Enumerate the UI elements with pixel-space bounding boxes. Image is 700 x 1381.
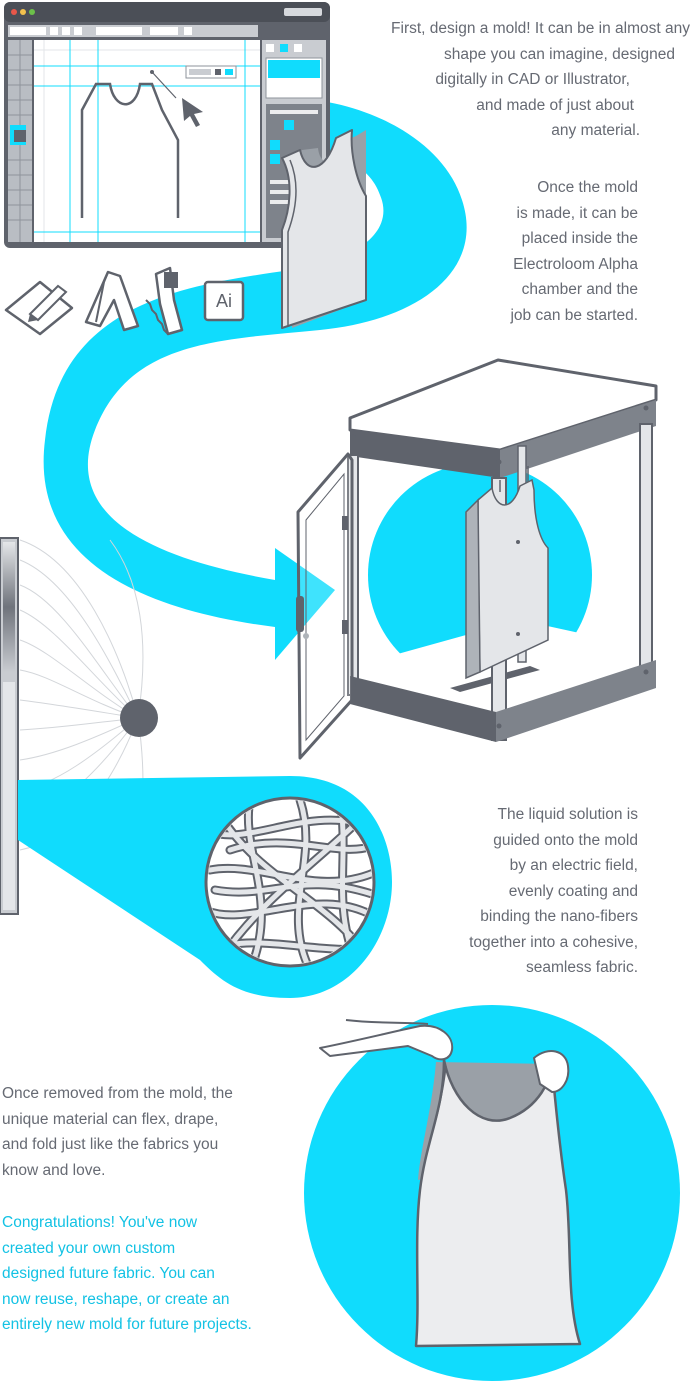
step2-line-2: is made, it can be xyxy=(516,204,638,222)
step2-line-4: Electroloom Alpha xyxy=(513,255,638,273)
step2-line-3: placed inside the xyxy=(521,230,638,247)
cad-window xyxy=(4,2,330,248)
finished-garment xyxy=(304,1005,680,1381)
electric-field xyxy=(0,537,158,915)
step2-text: Once the mold is made, it can be placed … xyxy=(420,175,638,328)
step1-text: First, design a mold! It can be in almos… xyxy=(360,16,690,144)
congrats-line-3: designed future fabric. You can xyxy=(2,1265,215,1282)
step4-line-4: know and love. xyxy=(2,1161,106,1179)
step3-line-4: evenly coating and xyxy=(508,882,638,900)
congrats-line-2: created your own custom xyxy=(2,1239,176,1257)
mold-plate xyxy=(281,129,367,329)
window-minimize-icon[interactable] xyxy=(20,9,26,15)
step2-line-6: job can be started. xyxy=(510,306,638,324)
congrats-line-5: entirely new mold for future projects. xyxy=(2,1316,252,1333)
pen-on-paper-icon xyxy=(4,280,74,336)
electroloom-chamber xyxy=(296,358,658,760)
cyan-flow-path xyxy=(43,97,467,660)
step2-line-5: chamber and the xyxy=(521,281,638,298)
fiber-magnifier xyxy=(204,796,376,968)
step1-line-5: any material. xyxy=(551,122,640,139)
step3-line-3: by an electric field, xyxy=(509,857,638,874)
step1-line-1: First, design a mold! It can be in almos… xyxy=(391,20,690,37)
step1-line-2: shape you can imagine, designed xyxy=(444,45,675,63)
step1-line-3: digitally in CAD or Illustrator, xyxy=(435,71,630,88)
step4-line-2: unique material can flex, drape, xyxy=(2,1110,219,1128)
illustrator-icon xyxy=(203,280,245,322)
step2-line-1: Once the mold xyxy=(537,179,638,196)
mouse-cursor-icon xyxy=(182,98,203,127)
step3-line-1: The liquid solution is xyxy=(497,806,638,823)
step4-line-1: Once removed from the mold, the xyxy=(2,1085,233,1102)
step3-line-2: guided onto the mold xyxy=(493,831,638,849)
congrats-text: Congratulations! You've now created your… xyxy=(2,1210,292,1338)
congrats-line-4: now reuse, reshape, or create an xyxy=(2,1290,230,1308)
step4-line-3: and fold just like the fabrics you xyxy=(2,1136,219,1153)
saw-icon xyxy=(145,266,184,336)
step4-text: Once removed from the mold, the unique m… xyxy=(2,1081,282,1183)
cad-letter-a-icon xyxy=(84,270,140,332)
emitter-dot xyxy=(120,699,158,737)
window-close-icon[interactable] xyxy=(11,9,17,15)
step3-line-7: seamless fabric. xyxy=(526,959,638,976)
step3-line-6: together into a cohesive, xyxy=(469,933,638,951)
step1-line-4: and made of just about xyxy=(476,96,634,114)
congrats-line-1: Congratulations! You've now xyxy=(2,1214,198,1231)
step3-text: The liquid solution is guided onto the m… xyxy=(420,802,638,981)
window-maximize-icon[interactable] xyxy=(29,9,35,15)
step3-line-5: binding the nano-fibers xyxy=(480,908,638,925)
illustrator-label: Ai xyxy=(215,291,232,311)
